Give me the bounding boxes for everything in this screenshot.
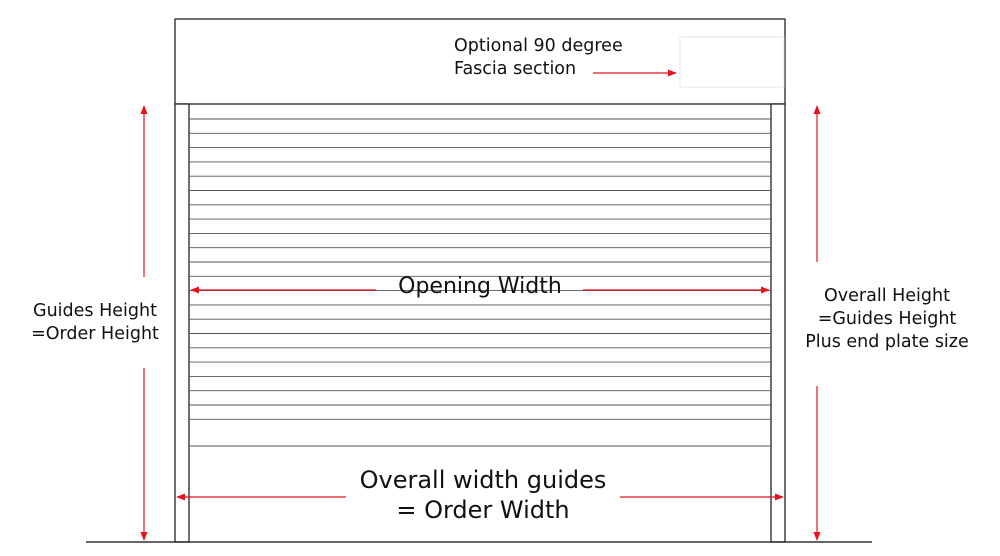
overall-width-line1: Overall width guides [359, 466, 607, 494]
guides-height-line2: =Order Height [31, 323, 159, 344]
left-guide [174, 103, 190, 543]
fascia-box [174, 18, 786, 105]
overall-width-line2: = Order Width [396, 496, 570, 524]
opening-width-label: Opening Width [378, 273, 582, 302]
right-guide [770, 103, 786, 543]
overall-height-line3: Plus end plate size [805, 331, 969, 352]
overall-width-label: Overall width guides = Order Width [340, 465, 626, 525]
guides-height-line1: Guides Height [33, 301, 157, 321]
guides-height-label: Guides Height =Order Height [20, 300, 170, 346]
fascia-note-area [679, 36, 785, 88]
overall-height-line2: =Guides Height [817, 308, 957, 329]
fascia-label-line1: Optional 90 degree [454, 36, 623, 56]
overall-height-line1: Overall Height [824, 286, 950, 306]
opening-width-text: Opening Width [398, 274, 562, 299]
fascia-label: Optional 90 degree Fascia section [454, 35, 623, 81]
curtain-slats [189, 118, 771, 420]
overall-height-label: Overall Height =Guides Height Plus end p… [787, 285, 987, 353]
fascia-label-line2: Fascia section [454, 58, 577, 79]
